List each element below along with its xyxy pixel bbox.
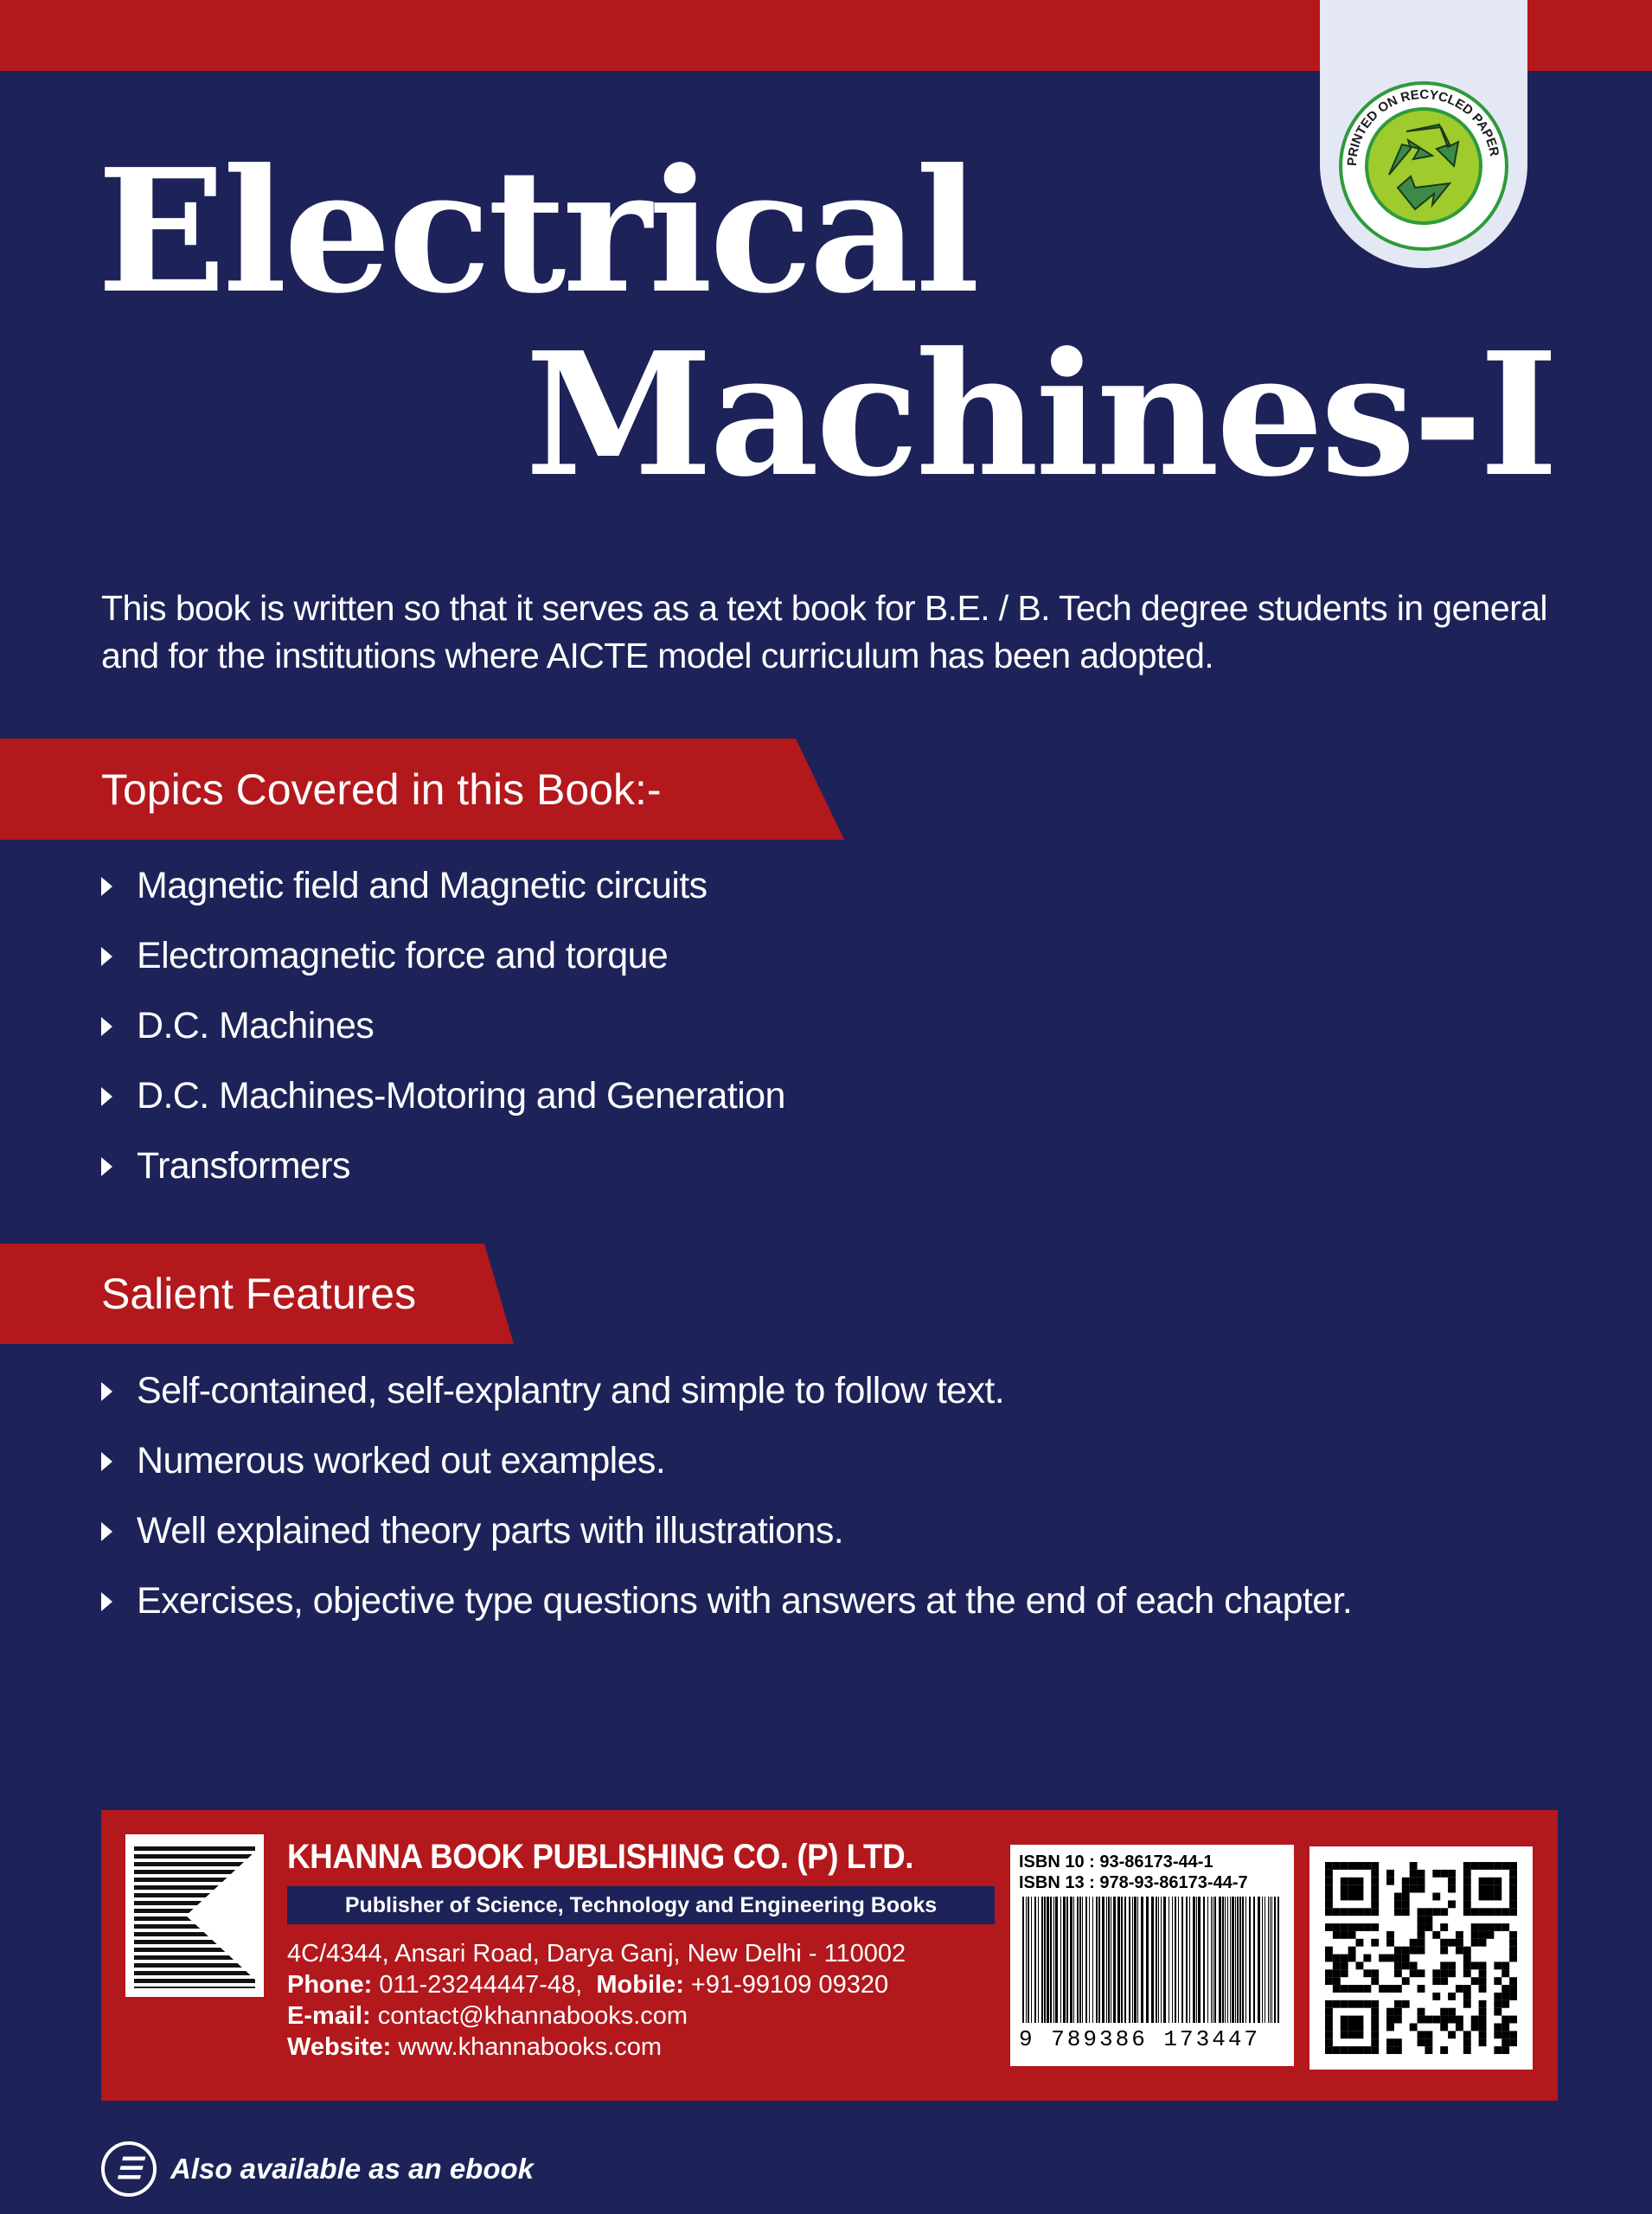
list-item: Magnetic field and Magnetic circuits [101,851,785,921]
recycle-icon [1388,123,1460,211]
publisher-name: KHANNA BOOK PUBLISHING CO. (P) LTD. [287,1838,913,1876]
barcode [1022,1897,1279,2023]
title-line-2: Machines-I [525,316,1559,515]
list-item: Well explained theory parts with illustr… [101,1496,1352,1566]
ebook-icon: ☰ [101,2141,157,2197]
title-line-1: Electrical [97,132,980,331]
bullet-icon [101,1591,112,1611]
topics-banner: Topics Covered in this Book:- [0,739,844,840]
list-item: Exercises, objective type questions with… [101,1566,1353,1636]
publisher-tagline: Publisher of Science, Technology and Eng… [287,1886,995,1924]
isbn-barcode-box: ISBN 10 : 93-86173-44-1 ISBN 13 : 978-93… [1010,1845,1294,2066]
publisher-email: E-mail: contact@khannabooks.com [287,2002,688,2030]
list-item: Numerous worked out examples. [101,1426,1352,1496]
features-heading: Salient Features [101,1270,417,1318]
bullet-icon [101,1016,112,1036]
publisher-address: 4C/4344, Ansari Road, Darya Ganj, New De… [287,1940,906,1968]
isbn-13: ISBN 13 : 978-93-86173-44-7 [1019,1873,1248,1892]
publisher-box: KHANNA BOOK PUBLISHING CO. (P) LTD. Publ… [101,1810,1558,2101]
qr-code[interactable] [1309,1846,1533,2070]
publisher-logo [125,1834,264,1997]
barcode-digits: 9 789386 173447 [1019,2026,1261,2052]
publisher-phone: Phone: 011-23244447-48, Mobile: +91-9910… [287,1971,889,1999]
bullet-icon [101,1451,112,1471]
ebook-notice: ☰ Also available as an ebook [101,2141,534,2197]
bullet-icon [101,1086,112,1106]
list-item: Self-contained, self-explantry and simpl… [101,1356,1352,1426]
list-item: Electromagnetic force and torque [101,921,785,991]
bullet-icon [101,1381,112,1401]
bullet-icon [101,1521,112,1541]
intro-paragraph: This book is written so that it serves a… [101,588,1547,675]
isbn-10: ISBN 10 : 93-86173-44-1 [1019,1852,1213,1872]
publisher-website: Website: www.khannabooks.com [287,2033,663,2061]
bullet-icon [101,876,112,896]
topics-heading: Topics Covered in this Book:- [101,765,662,814]
list-item: Transformers [101,1131,785,1201]
ebook-text: Also available as an ebook [170,2153,535,2185]
recycled-paper-badge: PRINTED ON RECYCLED PAPER [1339,81,1508,251]
list-item: D.C. Machines-Motoring and Generation [101,1061,785,1131]
list-item: D.C. Machines [101,991,785,1061]
features-banner: Salient Features [0,1244,514,1344]
bullet-icon [101,946,112,966]
features-list: Self-contained, self-explantry and simpl… [101,1356,1353,1636]
bullet-icon [101,1156,112,1176]
